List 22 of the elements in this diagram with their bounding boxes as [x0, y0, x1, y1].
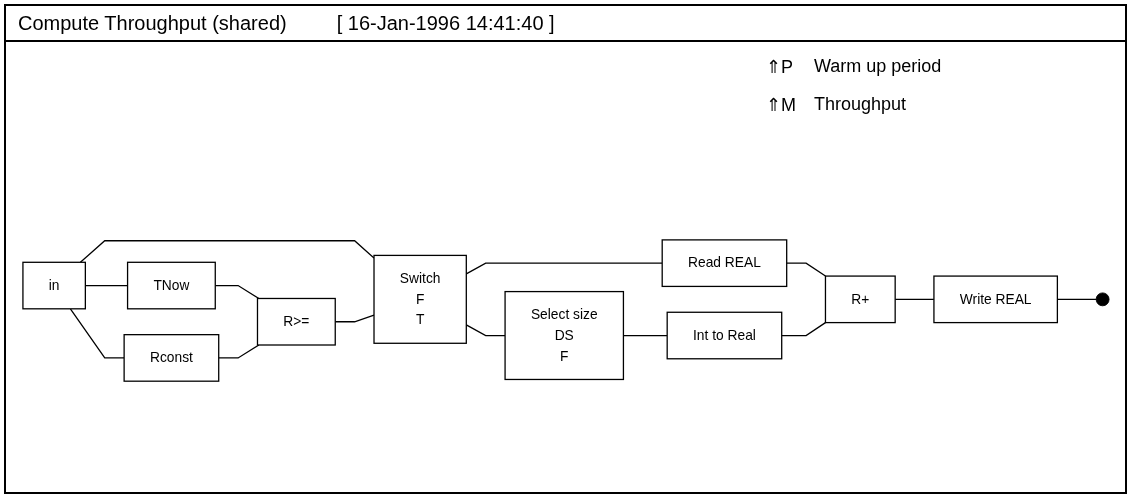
timestamp: [ 16-Jan-1996 14:41:40 ] [336, 11, 555, 35]
node-box: TNow [126, 262, 216, 310]
connector [218, 344, 260, 360]
node-box: Write REAL [933, 275, 1059, 324]
parameter-symbol: ⇑P [766, 56, 794, 78]
parameter-note: Throughput [814, 94, 908, 116]
node-box: Select size DS F [504, 291, 625, 381]
parameter-symbol: ⇑M [766, 94, 796, 116]
connector [79, 240, 375, 264]
connector [786, 262, 827, 278]
diagram-title: Compute Throughput (shared) [18, 11, 287, 35]
node-box: R>= [256, 298, 336, 347]
node-box: R+ [824, 275, 896, 324]
node-box: in [22, 262, 86, 310]
connector [781, 322, 827, 337]
node-circle [1095, 292, 1110, 307]
connector [69, 308, 125, 360]
node-box: Switch F T [373, 255, 467, 345]
node-box: Read REAL [661, 239, 788, 288]
parameter-note: Warm up period [814, 56, 942, 78]
node-box: Rconst [123, 334, 220, 383]
node-box: Int to Real [666, 312, 783, 360]
